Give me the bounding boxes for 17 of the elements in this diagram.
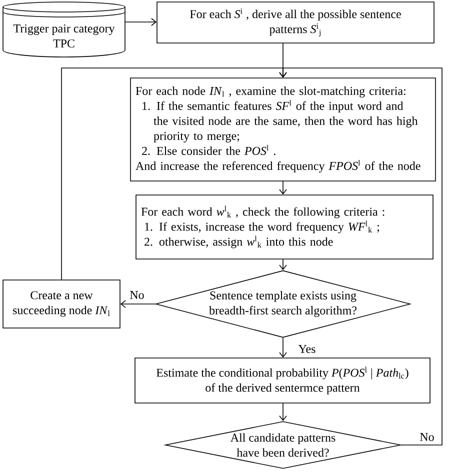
arrow — [279, 403, 287, 422]
edge-label: No — [128, 290, 146, 300]
arrow — [120, 300, 156, 308]
edge-label: Yes — [297, 344, 317, 354]
process-box: Create a new succeeding node IN$_{l}$ — [2, 280, 120, 328]
database-cylinder: Trigger pair category TPC — [2, 2, 126, 58]
arrow — [279, 181, 287, 195]
arrow — [124, 18, 157, 26]
process-box: Estimate the conditional probability P(POS$^{l}$ | Path$_{lc}$) of the derived sentermce pattern — [134, 358, 430, 404]
process-box: For each node IN$_{l}$ , examine the slot-matching criteria: 1. If the semantic features SF$^{l}$ of the input word and the visited node are the same, then the word has high priority to merge; 2. Else consider the POS$^{l}$ . And increase the referenced frequency FPOS$^{l}$ of the node — [130, 78, 436, 182]
node-label: Trigger pair category TPC — [13, 24, 115, 48]
arrow — [279, 259, 287, 270]
process-box: For each word w$^{l}$$_{k}$ , check the following criteria : 1. If exists, increase the word frequency WF$^{l}$$_{k}$ ; 2. otherwise, assign w$^{l}$$_{k}$ into this node — [136, 194, 434, 260]
arrow — [279, 337, 287, 358]
arrow — [279, 68, 442, 446]
edge-label: No — [418, 432, 436, 442]
process-box: For each S$^{i}$ , derive all the possible sentence patterns S$^{i}$j — [156, 2, 434, 44]
